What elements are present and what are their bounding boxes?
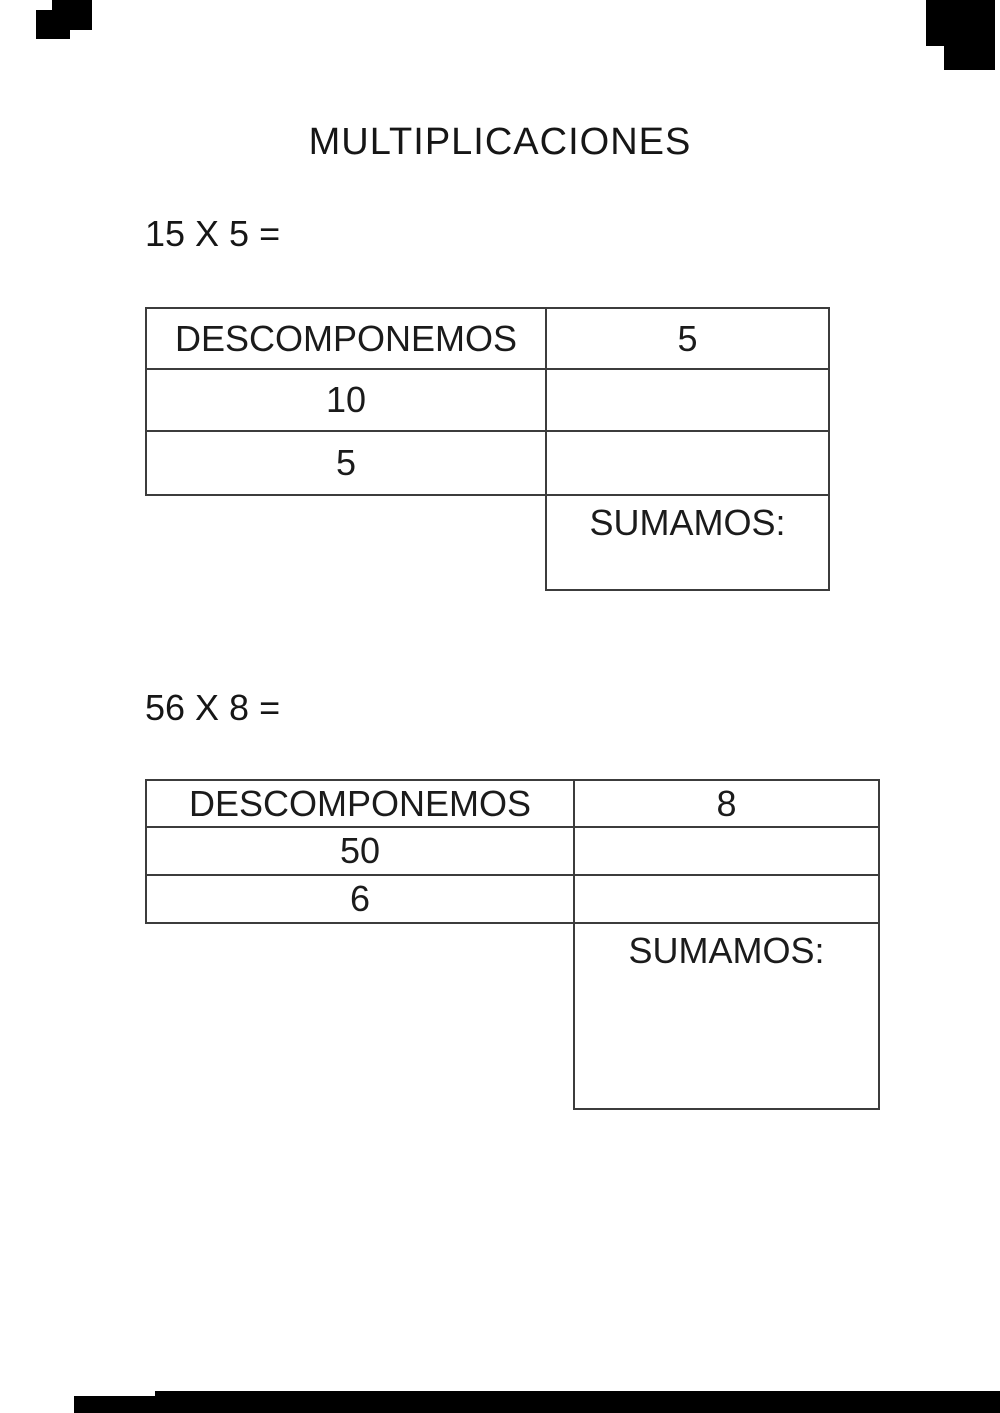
table-row: 5 [145, 430, 830, 496]
answer-cell[interactable] [573, 874, 880, 924]
table-header-descomponemos: DESCOMPONEMOS [145, 307, 547, 370]
empty-region [146, 495, 546, 590]
sum-cell[interactable]: SUMAMOS: [573, 922, 880, 1110]
scan-artifact-top-right [926, 0, 995, 46]
table-row: 50 [145, 826, 880, 876]
table-header-descomponemos: DESCOMPONEMOS [145, 779, 575, 828]
table-header-multiplier: 8 [573, 779, 880, 828]
sum-cell[interactable]: SUMAMOS: [545, 494, 830, 591]
exercise-1-table: DESCOMPONEMOS 5 10 5 SUMAMOS: [145, 307, 830, 591]
empty-region [146, 923, 574, 1109]
exercise-2-table: DESCOMPONEMOS 8 50 6 SUMAMOS: [145, 779, 880, 1110]
answer-cell[interactable] [573, 826, 880, 876]
exercise-2-label: 56 X 8 = [145, 687, 281, 728]
scan-artifact-top-left [36, 10, 70, 39]
scan-artifact-bottom-bar [74, 1396, 164, 1413]
page-title: MULTIPLICACIONES [308, 121, 692, 163]
table-row: DESCOMPONEMOS 5 [145, 307, 830, 370]
answer-cell[interactable] [545, 430, 830, 496]
scan-artifact-bottom-bar [155, 1391, 1000, 1413]
scan-artifact-top-right [944, 43, 995, 70]
exercise-1-label: 15 X 5 = [145, 213, 281, 254]
table-row: SUMAMOS: [146, 922, 880, 1110]
decomposed-value-cell: 5 [145, 430, 547, 496]
decomposed-value-cell: 6 [145, 874, 575, 924]
decomposed-value-cell: 50 [145, 826, 575, 876]
table-row: 6 [145, 874, 880, 924]
decomposed-value-cell: 10 [145, 368, 547, 432]
table-row: DESCOMPONEMOS 8 [145, 779, 880, 828]
table-row: 10 [145, 368, 830, 432]
table-header-multiplier: 5 [545, 307, 830, 370]
answer-cell[interactable] [545, 368, 830, 432]
table-row: SUMAMOS: [146, 494, 830, 591]
